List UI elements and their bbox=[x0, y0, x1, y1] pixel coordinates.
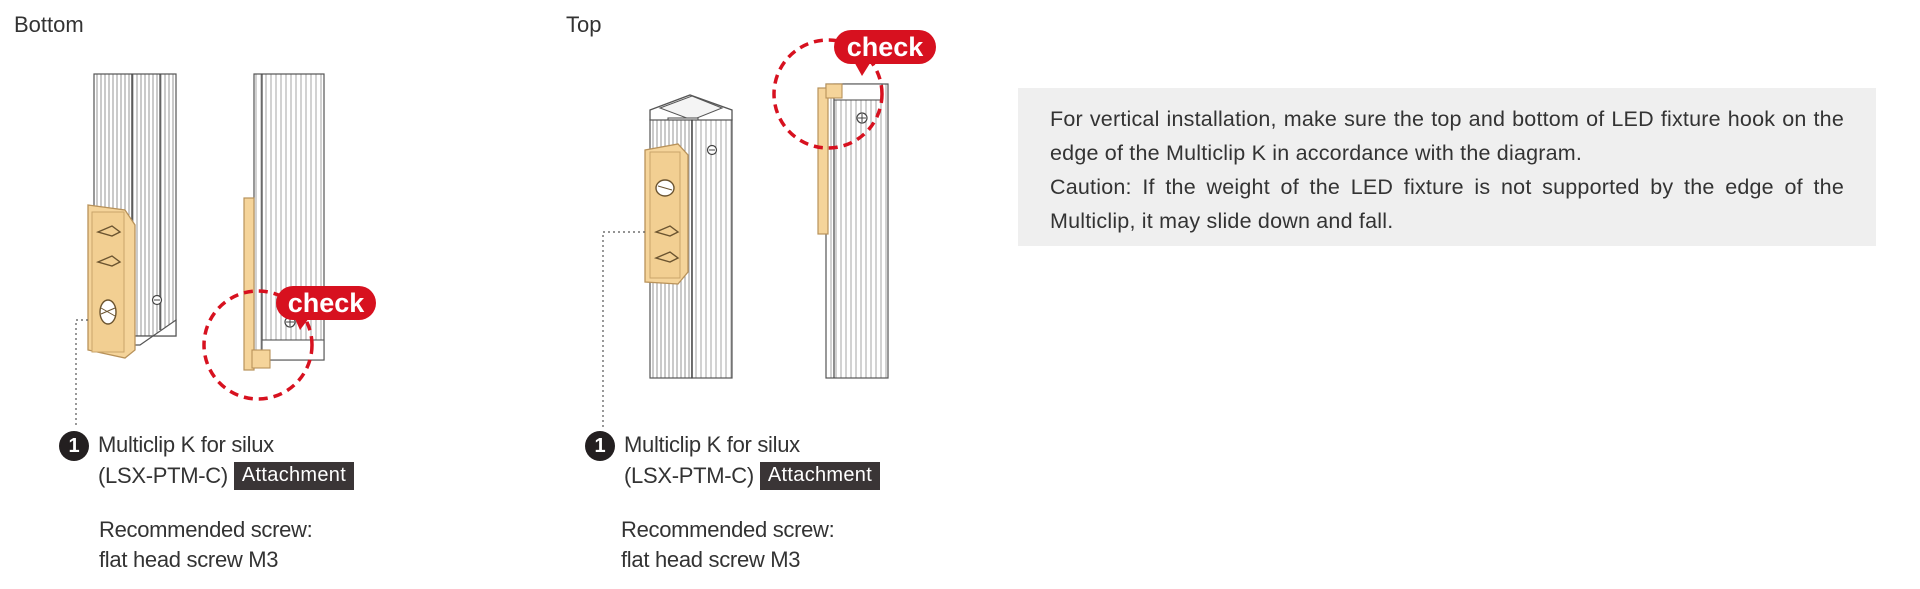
top-multiclip-front bbox=[644, 143, 689, 285]
part-number-badge: 1 bbox=[585, 431, 615, 461]
section-label-top: Top bbox=[566, 12, 602, 37]
recommended-screw-top: Recommended screw: flat head screw M3 bbox=[621, 515, 835, 575]
leader-line-top bbox=[602, 231, 645, 428]
bottom-multiclip-front bbox=[87, 204, 136, 359]
attachment-tag: Attachment bbox=[759, 462, 881, 491]
check-callout-top bbox=[772, 30, 936, 150]
bottom-multiclip-side bbox=[243, 197, 271, 371]
top-multiclip-side bbox=[817, 83, 843, 235]
check-label-bottom: check bbox=[287, 288, 365, 318]
part-code: (LSX-PTM-C) bbox=[624, 463, 754, 488]
installation-note: For vertical installation, make sure the… bbox=[1018, 88, 1876, 246]
recommended-screw-bottom: Recommended screw: flat head screw M3 bbox=[99, 515, 313, 575]
check-label-top: check bbox=[846, 32, 924, 62]
screw-line-2: flat head screw M3 bbox=[99, 547, 279, 572]
part-name: Multiclip K for silux bbox=[98, 432, 274, 457]
part-name: Multiclip K for silux bbox=[624, 432, 800, 457]
note-caution: Caution: If the weight of the LED fixtur… bbox=[1050, 175, 1844, 233]
screw-line-1: Recommended screw: bbox=[99, 517, 313, 542]
part-code-row: (LSX-PTM-C)Attachment bbox=[624, 462, 881, 491]
part-number-badge: 1 bbox=[59, 431, 89, 461]
note-instruction: For vertical installation, make sure the… bbox=[1050, 107, 1844, 165]
top-profile-side bbox=[825, 83, 889, 379]
leader-line-bottom bbox=[75, 319, 88, 428]
attachment-tag: Attachment bbox=[233, 462, 355, 491]
part-code-row: (LSX-PTM-C)Attachment bbox=[98, 462, 355, 491]
check-callout-bottom bbox=[202, 286, 376, 401]
section-label-bottom: Bottom bbox=[14, 12, 84, 37]
screw-line-2: flat head screw M3 bbox=[621, 547, 801, 572]
part-code: (LSX-PTM-C) bbox=[98, 463, 228, 488]
screw-line-1: Recommended screw: bbox=[621, 517, 835, 542]
